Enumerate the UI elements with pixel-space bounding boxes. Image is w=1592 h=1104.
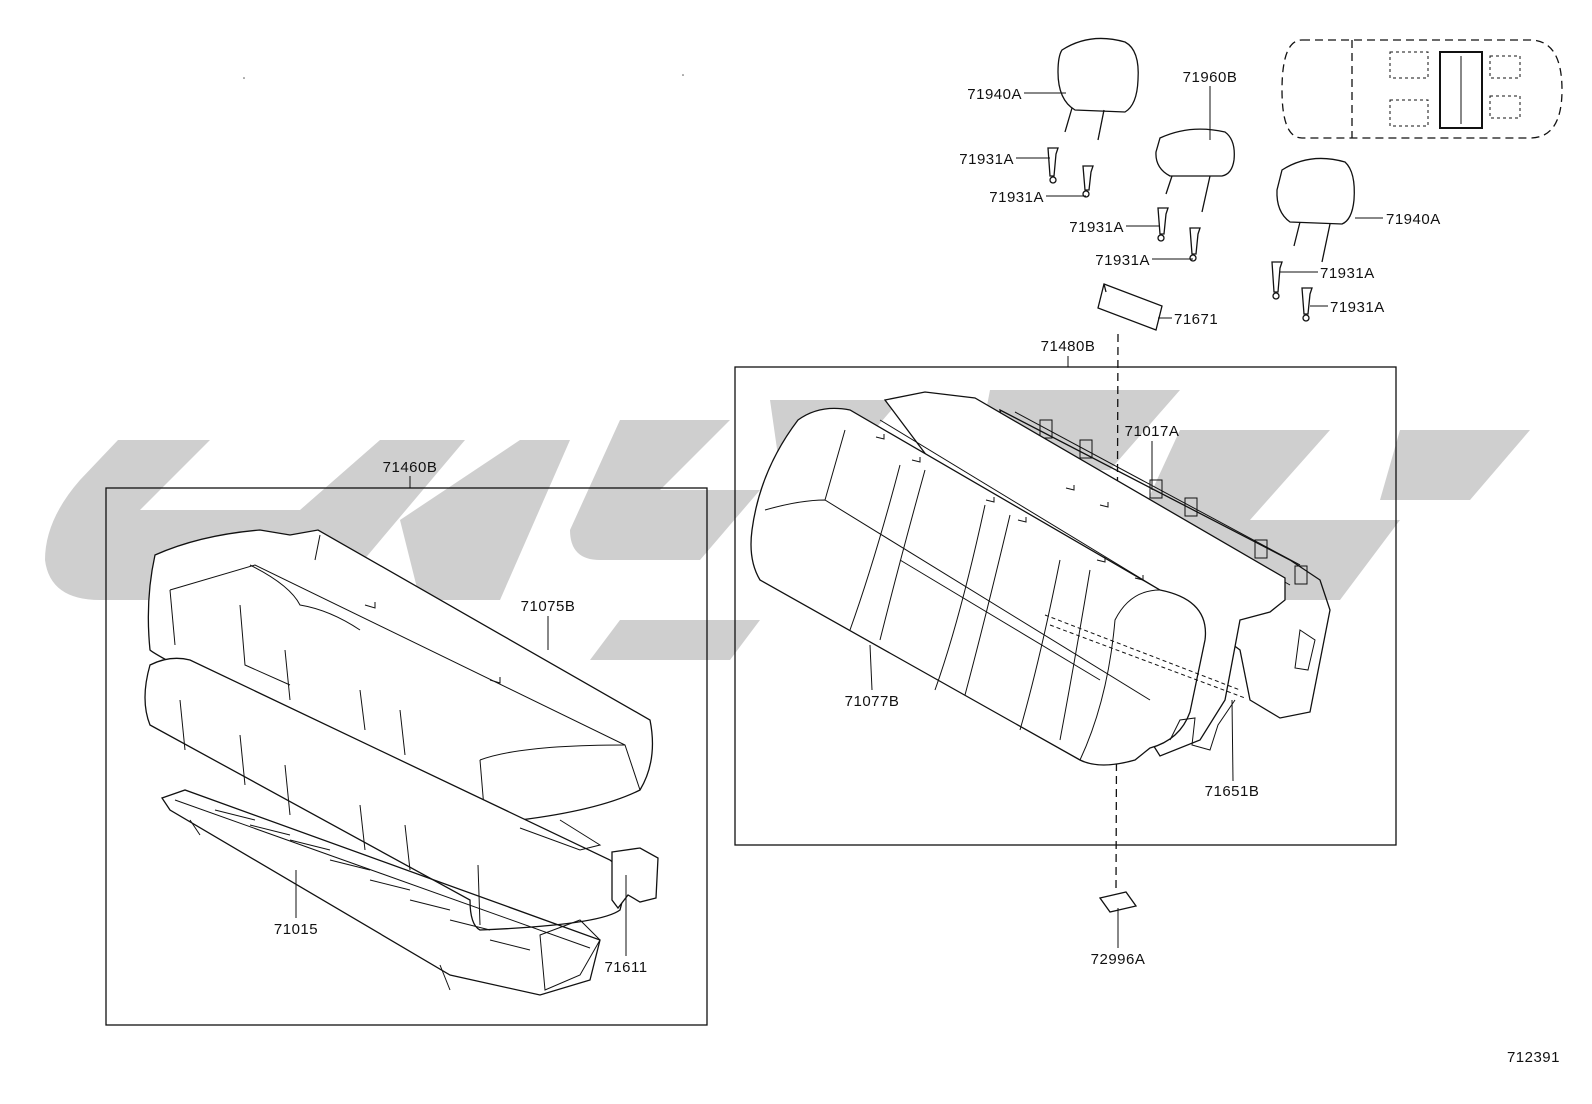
label-headrest-left[interactable]: 71940A xyxy=(967,86,1022,103)
label-support-5[interactable]: 71931A xyxy=(1320,265,1375,282)
label-headrest-center[interactable]: 71960B xyxy=(1183,69,1238,86)
label-hook[interactable]: 72996A xyxy=(1091,951,1146,968)
label-seatback-cover[interactable]: 71077B xyxy=(845,693,900,710)
label-seatback-board[interactable]: 71651B xyxy=(1205,783,1260,800)
headrest-right[interactable] xyxy=(1276,157,1355,263)
label-cushion-assy[interactable]: 71460B xyxy=(383,459,438,476)
vehicle-location-inset xyxy=(1281,39,1563,139)
diagram-code: 712391 xyxy=(1507,1049,1560,1066)
label-bracket[interactable]: 71671 xyxy=(1174,311,1218,328)
seatback[interactable] xyxy=(750,391,1331,766)
label-cushion-frame[interactable]: 71015 xyxy=(274,921,318,938)
label-headrest-right[interactable]: 71940A xyxy=(1386,211,1441,228)
label-support-1[interactable]: 71931A xyxy=(959,151,1014,168)
bracket-plate xyxy=(1097,283,1163,331)
label-support-6[interactable]: 71931A xyxy=(1330,299,1385,316)
speck xyxy=(243,77,245,79)
part-labels: 71940A 71960B 71940A 71931A 71931A 71931… xyxy=(274,69,1560,1066)
headrest-supports xyxy=(1047,147,1313,322)
leader-lines xyxy=(295,86,1383,956)
label-seatback-assy[interactable]: 71480B xyxy=(1041,338,1096,355)
headrest-left[interactable] xyxy=(1057,37,1139,141)
speck xyxy=(682,74,684,76)
seatback-assy-box xyxy=(734,366,1397,846)
label-support-2[interactable]: 71931A xyxy=(989,189,1044,206)
label-seatback-frame[interactable]: 71017A xyxy=(1125,423,1180,440)
headrest-center[interactable] xyxy=(1155,128,1235,213)
label-support-4[interactable]: 71931A xyxy=(1095,252,1150,269)
hook-plate xyxy=(1098,891,1138,913)
label-cushion-cover[interactable]: 71075B xyxy=(521,598,576,615)
seat-cushion[interactable] xyxy=(144,529,659,996)
label-support-3[interactable]: 71931A xyxy=(1069,219,1124,236)
label-cushion-board[interactable]: 71611 xyxy=(604,959,647,976)
cushion-assy-box xyxy=(105,487,708,1026)
